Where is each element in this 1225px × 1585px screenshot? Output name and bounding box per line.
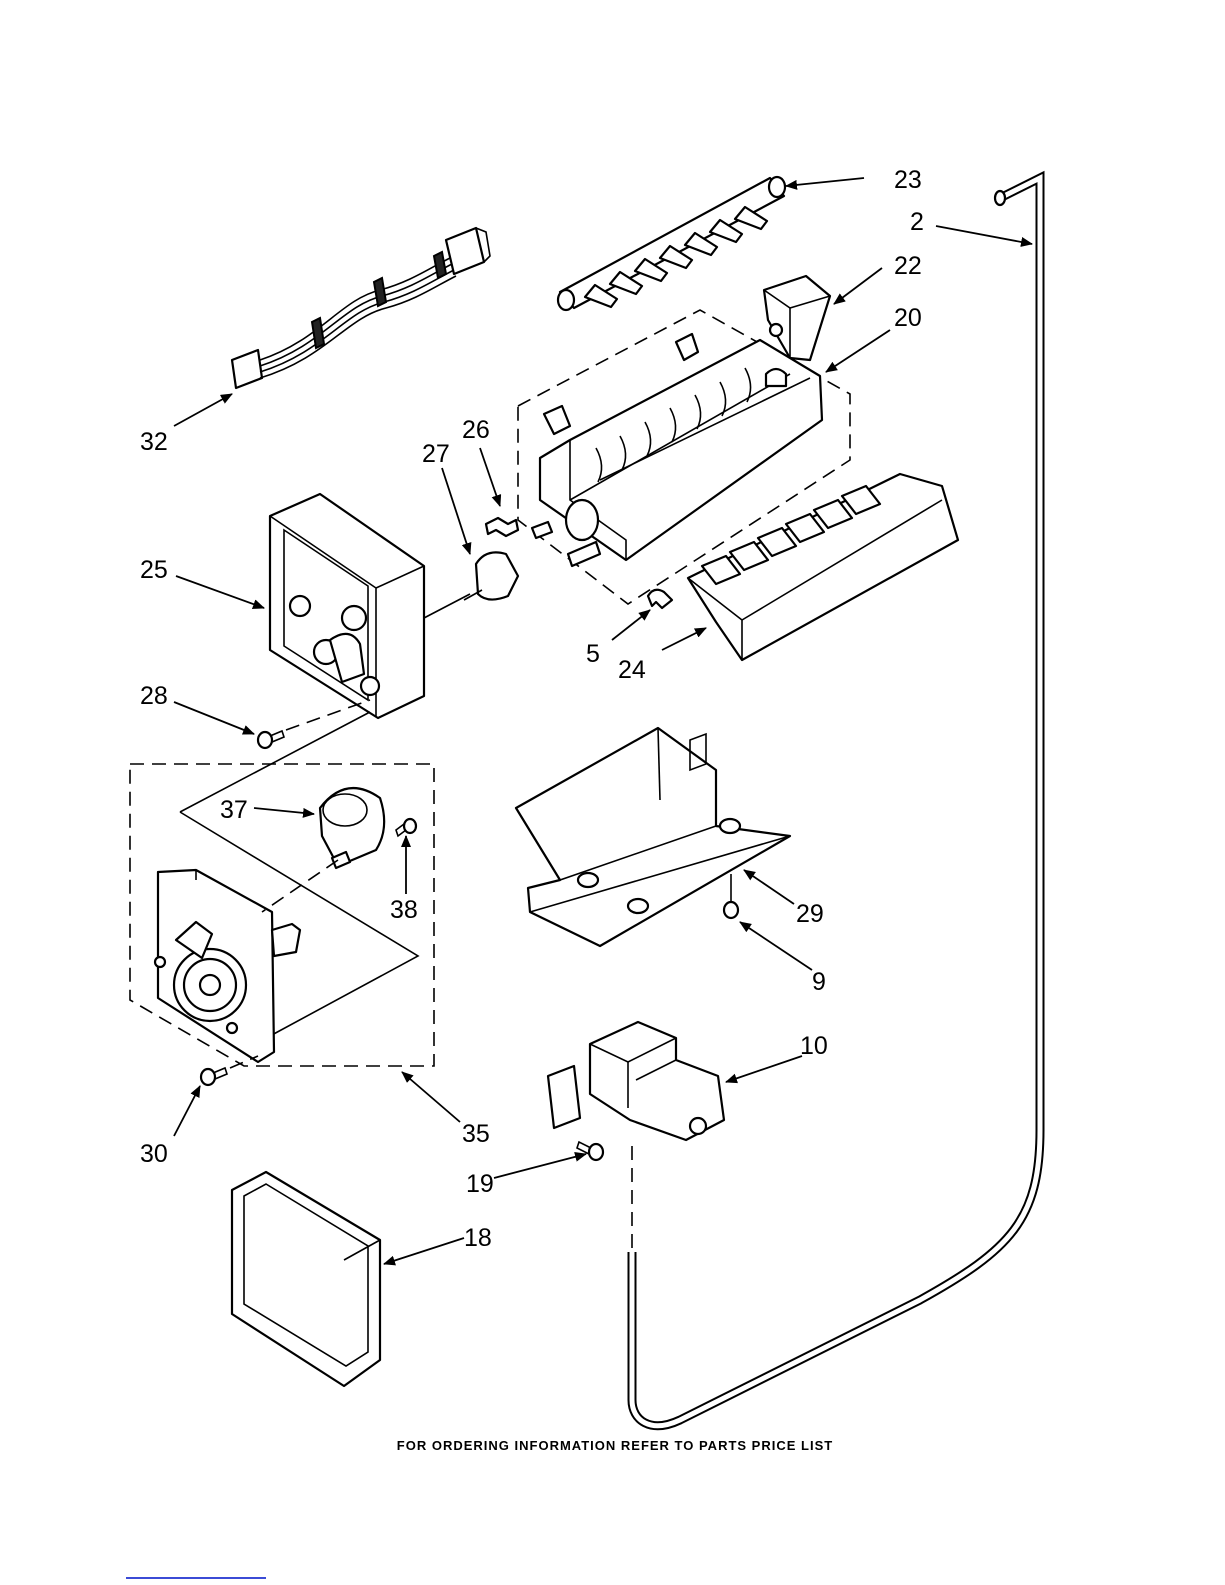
bottom-link-underline[interactable] — [126, 1577, 266, 1579]
callout-19: 19 — [466, 1170, 494, 1198]
screw-19 — [577, 1142, 603, 1160]
callout-37: 37 — [220, 796, 248, 824]
ejector-shaft-23 — [558, 177, 785, 310]
motor-module-assembly-35 — [130, 712, 434, 1066]
screw-9 — [724, 874, 738, 918]
callout-29: 29 — [796, 900, 824, 928]
screw-38 — [396, 819, 416, 836]
clip-5 — [648, 590, 672, 608]
callout-23: 23 — [894, 166, 922, 194]
screw-30 — [201, 1068, 227, 1085]
ordering-note: FOR ORDERING INFORMATION REFER TO PARTS … — [397, 1438, 833, 1453]
cover-18 — [232, 1172, 380, 1386]
wire-harness-32 — [232, 228, 490, 388]
callout-32: 32 — [140, 428, 168, 456]
callout-5: 5 — [586, 640, 600, 668]
callout-38: 38 — [390, 896, 418, 924]
callout-20: 20 — [894, 304, 922, 332]
callout-2: 2 — [910, 208, 924, 236]
callout-22: 22 — [894, 252, 922, 280]
callout-18: 18 — [464, 1224, 492, 1252]
callout-25: 25 — [140, 556, 168, 584]
alignment-line-25 — [424, 594, 470, 618]
module-housing-25 — [270, 494, 424, 718]
callout-24: 24 — [618, 656, 646, 684]
water-valve-10 — [548, 1022, 724, 1140]
ice-stripper-24 — [688, 474, 958, 660]
clip-26 — [486, 518, 518, 536]
callout-30: 30 — [140, 1140, 168, 1168]
alignment-line-28 — [286, 700, 370, 730]
callout-10: 10 — [800, 1032, 828, 1060]
callout-35: 35 — [462, 1120, 490, 1148]
callout-9: 9 — [812, 968, 826, 996]
tray-29 — [516, 728, 790, 946]
thermostat-27 — [464, 552, 518, 600]
screw-28 — [258, 731, 284, 748]
callout-26: 26 — [462, 416, 490, 444]
callout-27: 27 — [422, 440, 450, 468]
motor-37 — [320, 788, 384, 868]
callout-28: 28 — [140, 682, 168, 710]
